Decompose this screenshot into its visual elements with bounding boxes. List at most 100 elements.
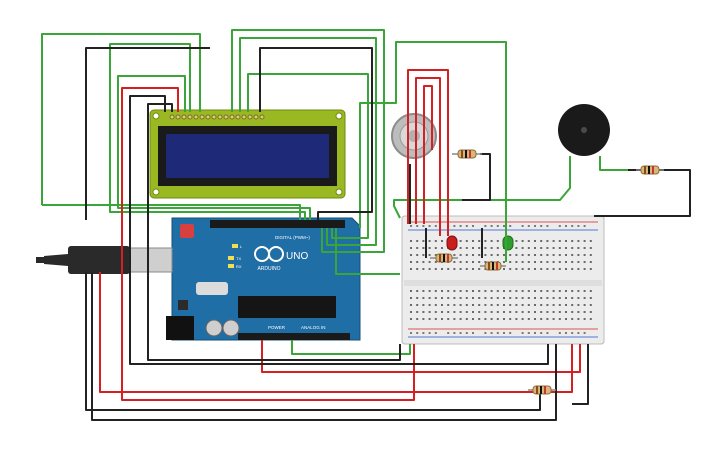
gas-sensor[interactable] xyxy=(391,113,437,159)
wire-green[interactable] xyxy=(599,156,628,171)
wire-green[interactable] xyxy=(109,43,306,220)
breadboard-hole xyxy=(565,311,567,313)
breadboard-hole xyxy=(589,304,592,306)
piezo-buzzer[interactable] xyxy=(558,104,610,156)
green-led[interactable] xyxy=(502,235,514,251)
breadboard-hole xyxy=(583,240,586,242)
breadboard-hole xyxy=(428,290,431,292)
breadboard-hole xyxy=(571,297,574,299)
lcd-pin xyxy=(253,114,259,120)
wire-black[interactable] xyxy=(91,272,557,421)
breadboard-hole xyxy=(521,261,524,263)
breadboard-hole xyxy=(472,290,474,292)
breadboard-hole xyxy=(509,254,512,256)
wire-red[interactable] xyxy=(261,340,581,373)
breadboard-hole xyxy=(441,304,443,306)
breadboard-hole xyxy=(534,297,536,299)
wire-green[interactable] xyxy=(42,204,301,220)
breadboard-hole xyxy=(422,225,425,227)
wire-green[interactable] xyxy=(231,29,385,253)
wire-black[interactable] xyxy=(85,272,541,411)
wire-green[interactable] xyxy=(41,33,201,205)
resistor[interactable] xyxy=(430,253,458,263)
breadboard-hole xyxy=(558,247,561,249)
breadboard-hole xyxy=(416,247,419,249)
breadboard-hole xyxy=(515,247,518,249)
breadboard-hole xyxy=(558,297,561,299)
breadboard-hole xyxy=(534,240,536,242)
breadboard-hole xyxy=(428,268,431,270)
wire-green[interactable] xyxy=(247,73,369,239)
breadboard-hole xyxy=(422,261,425,263)
breadboard-hole xyxy=(447,318,450,320)
breadboard-hole xyxy=(490,290,493,292)
breadboard-hole xyxy=(521,332,524,334)
wire-green[interactable] xyxy=(335,228,400,275)
wire-black[interactable] xyxy=(259,47,373,220)
breadboard-hole xyxy=(571,332,574,334)
arduino-uno[interactable]: ARDUINO UNO DIGITAL (PWM~) POWER ANALOG … xyxy=(166,217,361,341)
resistor[interactable] xyxy=(480,261,506,271)
breadboard-hole xyxy=(472,297,474,299)
breadboard-hole xyxy=(416,297,419,299)
breadboard-hole xyxy=(478,318,481,320)
breadboard[interactable] xyxy=(401,215,605,345)
lcd-display[interactable] xyxy=(149,109,346,199)
wire-green[interactable] xyxy=(359,41,507,262)
breadboard-hole xyxy=(428,311,431,313)
wire-black[interactable] xyxy=(147,103,401,361)
reset-button[interactable] xyxy=(180,224,194,238)
breadboard-hole xyxy=(540,332,543,334)
breadboard-hole xyxy=(422,311,425,313)
wire-black[interactable] xyxy=(462,153,491,201)
breadboard-hole xyxy=(503,318,505,320)
wire-red[interactable] xyxy=(121,87,415,401)
breadboard-hole xyxy=(521,240,524,242)
usb-cable-end xyxy=(36,257,46,263)
breadboard-hole xyxy=(540,304,543,306)
breadboard-hole xyxy=(465,332,468,334)
wire-green[interactable] xyxy=(291,340,411,355)
digital-header xyxy=(210,220,345,228)
wire-black[interactable] xyxy=(85,47,210,220)
breadboard-hole xyxy=(441,311,443,313)
breadboard-hole xyxy=(503,268,505,270)
wire-green[interactable] xyxy=(239,37,377,246)
wire-red[interactable] xyxy=(407,69,449,236)
resistor[interactable] xyxy=(528,385,556,395)
wire-red[interactable] xyxy=(415,77,441,236)
breadboard-hole xyxy=(416,318,419,320)
usb-cable[interactable] xyxy=(36,246,173,274)
breadboard-hole xyxy=(496,304,499,306)
wire-black[interactable] xyxy=(129,95,549,365)
breadboard-hole xyxy=(459,290,462,292)
breadboard-hole xyxy=(571,318,574,320)
breadboard-hole xyxy=(540,225,543,227)
wire-green[interactable] xyxy=(117,75,311,220)
wire-black[interactable] xyxy=(572,344,589,405)
wire-red[interactable] xyxy=(99,272,573,393)
breadboard-hole xyxy=(546,240,549,242)
breadboard-hole xyxy=(577,311,580,313)
crystal-oscillator xyxy=(196,282,228,295)
breadboard-hole xyxy=(410,247,412,249)
breadboard-hole xyxy=(527,311,530,313)
breadboard-hole xyxy=(527,332,530,334)
breadboard-hole xyxy=(459,268,462,270)
breadboard-hole xyxy=(484,297,487,299)
capacitor xyxy=(222,319,240,337)
breadboard-hole xyxy=(552,318,555,320)
resistor[interactable] xyxy=(452,149,482,159)
breadboard-hole xyxy=(534,261,536,263)
wire-red[interactable] xyxy=(423,85,433,224)
breadboard-hole xyxy=(478,254,481,256)
breadboard-hole xyxy=(465,261,468,263)
analog-in-label: ANALOG IN xyxy=(301,325,326,330)
breadboard-hole xyxy=(428,240,431,242)
breadboard-hole xyxy=(428,318,431,320)
breadboard-hole xyxy=(571,304,574,306)
red-led[interactable] xyxy=(446,235,458,251)
breadboard-hole xyxy=(484,254,487,256)
resistor[interactable] xyxy=(636,165,664,175)
lcd-screen xyxy=(166,134,329,178)
